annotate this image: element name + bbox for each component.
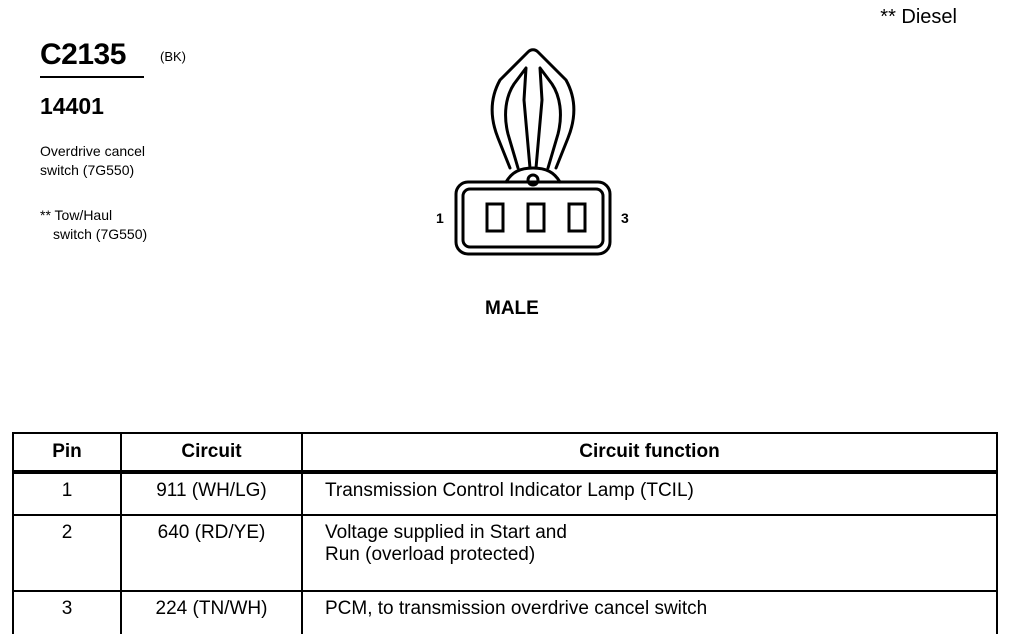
pin-cavity [567,202,587,233]
pin-cell: 2 [12,514,122,592]
table-row: 2 640 (RD/YE) Voltage supplied in Start … [12,514,998,592]
pin-cavity [485,202,505,233]
circuit-cell: 640 (RD/YE) [120,514,303,592]
connector-id-underline [40,76,144,78]
header-pin: Pin [12,432,122,474]
connector-housing-outer [454,180,612,256]
function-cell: PCM, to transmission overdrive cancel sw… [301,590,998,634]
table-row: 3 224 (TN/WH) PCM, to transmission overd… [12,590,998,634]
description-line-1: Overdrive cancel [40,143,146,159]
header-circuit: Circuit [120,432,303,474]
function-line: Transmission Control Indicator Lamp (TCI… [325,480,694,501]
pin-table: Pin Circuit Circuit function 1 911 (WH/L… [12,432,998,634]
alt-description-line-1: ** Tow/Haul [40,207,113,223]
connector-id: C2135 [40,38,126,71]
header-circuit-function: Circuit function [301,432,998,474]
pin-3-label: 3 [621,210,629,226]
pin-cell: 1 [12,471,122,516]
pin-cavity [526,202,546,233]
pin-1-label: 1 [436,210,444,226]
connector-alt-description: ** Tow/Haul switch (7G550) [40,206,147,244]
circuit-cell: 224 (TN/WH) [120,590,303,634]
function-line: PCM, to transmission overdrive cancel sw… [325,598,708,619]
locking-tab-outer [490,48,576,170]
tab-neck [504,166,562,184]
connector-gender: MALE [485,298,539,319]
locking-tab-inner-right [534,66,562,170]
description-line-2: switch (7G550) [40,162,135,178]
pin-table-header-row: Pin Circuit Circuit function [12,432,998,474]
tab-latch-hole [526,173,540,187]
connector-face-diagram: 1 3 [436,48,629,256]
locking-tab-inner [504,66,532,170]
connector-color-code: (BK) [160,49,186,64]
diesel-note: ** Diesel [880,6,957,28]
connector-description: Overdrive cancel switch (7G550) [40,142,145,180]
circuit-cell: 911 (WH/LG) [120,471,303,516]
table-row: 1 911 (WH/LG) Transmission Control Indic… [12,471,998,516]
alt-description-line-2: switch (7G550) [53,226,148,242]
connector-housing-inner [461,187,605,249]
function-cell: Voltage supplied in Start and Run (overl… [301,514,998,592]
function-line: Run (overload protected) [325,544,536,565]
function-line: Voltage supplied in Start and [325,522,567,543]
function-cell: Transmission Control Indicator Lamp (TCI… [301,471,998,516]
part-number: 14401 [40,93,104,119]
pin-cell: 3 [12,590,122,634]
